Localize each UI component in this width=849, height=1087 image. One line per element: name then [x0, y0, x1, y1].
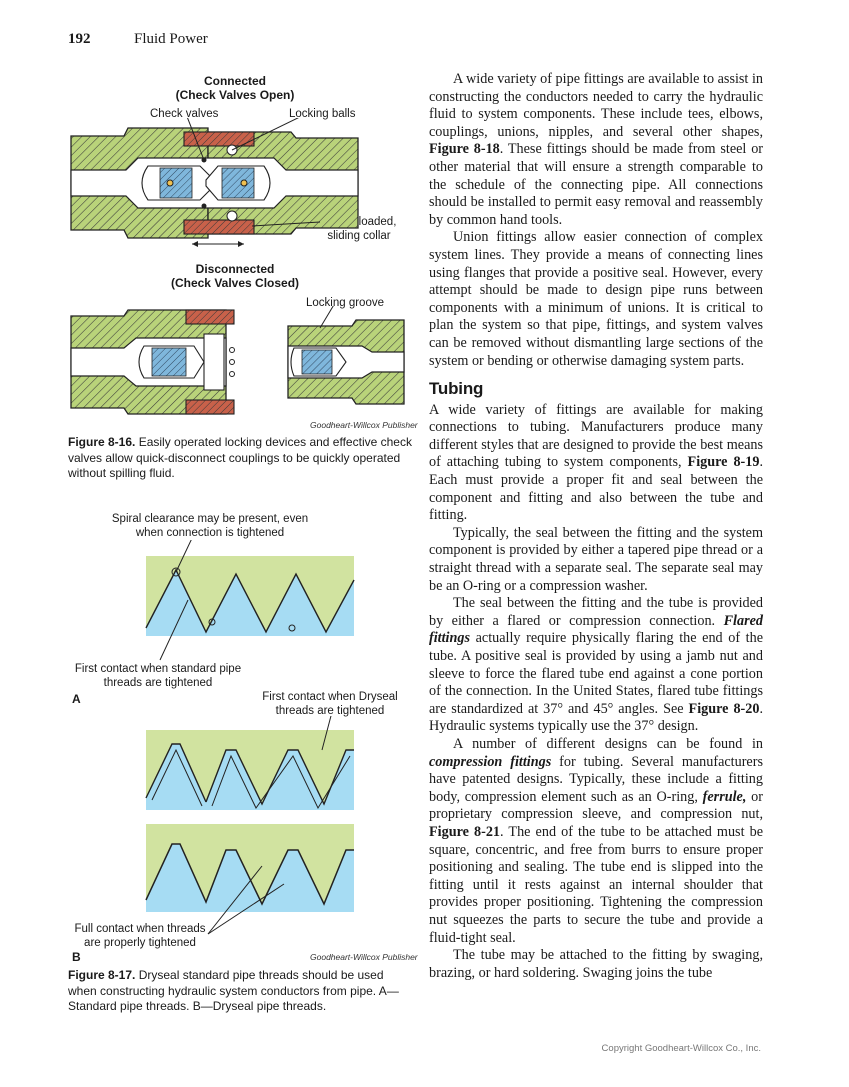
fig17-label-full-contact: Full contact when threads are properly t… [74, 923, 206, 949]
heading-tubing: Tubing [429, 379, 484, 399]
paragraph-seal-component: Typically, the seal between the fitting … [429, 524, 763, 594]
fig16-connected-title: Connected (Check Valves Open) [175, 74, 295, 102]
fig16-label-locking-balls: Locking balls [289, 108, 356, 120]
running-head: Fluid Power [134, 31, 208, 47]
paragraph-tubing-intro: A wide variety of fittings are available… [429, 401, 763, 524]
fig17-label-first-standard: First contact when standard pipe threads… [74, 663, 242, 689]
standard-thread-diagram [145, 540, 355, 661]
paragraph-pipe-fittings: A wide variety of pipe fittings are avai… [429, 71, 764, 228]
fig17-label-first-dryseal: First contact when Dryseal threads are t… [262, 691, 398, 717]
paragraph-union-fittings: Union fittings allow easier connection o… [429, 229, 763, 369]
copyright-footer: Copyright Goodheart-Willcox Co., Inc. [601, 1043, 761, 1054]
fig16-credit: Goodheart-Willcox Publisher [310, 420, 418, 430]
body-text-column: A wide variety of pipe fittings are avai… [429, 71, 763, 982]
fig17-credit: Goodheart-Willcox Publisher [310, 952, 418, 962]
fig17-panel-a: A [72, 692, 81, 706]
fig17-label-spiral: Spiral clearance may be present, even wh… [111, 513, 309, 539]
dryseal-thread-full-diagram [145, 824, 354, 935]
fig16-label-check-valves: Check valves [150, 108, 219, 120]
fig17-caption: Figure 8-17. Dryseal standard pipe threa… [68, 968, 399, 1013]
dryseal-thread-initial-diagram [145, 716, 354, 810]
paragraph-swaging: The tube may be attached to the fitting … [429, 947, 763, 981]
fig17-panel-b: B [72, 950, 81, 964]
fig16-label-locking-groove: Locking groove [306, 297, 384, 309]
paragraph-flared-fittings: The seal between the fitting and the tub… [429, 595, 764, 735]
page-number: 192 [68, 31, 91, 47]
coupling-connected-diagram [70, 118, 359, 247]
coupling-disconnected-diagram [70, 306, 405, 415]
fig16-caption: Figure 8-16. Easily operated locking dev… [68, 435, 412, 480]
paragraph-compression-fittings: A number of different designs can be fou… [429, 735, 764, 946]
fig16-disconnected-title: Disconnected (Check Valves Closed) [170, 262, 300, 290]
